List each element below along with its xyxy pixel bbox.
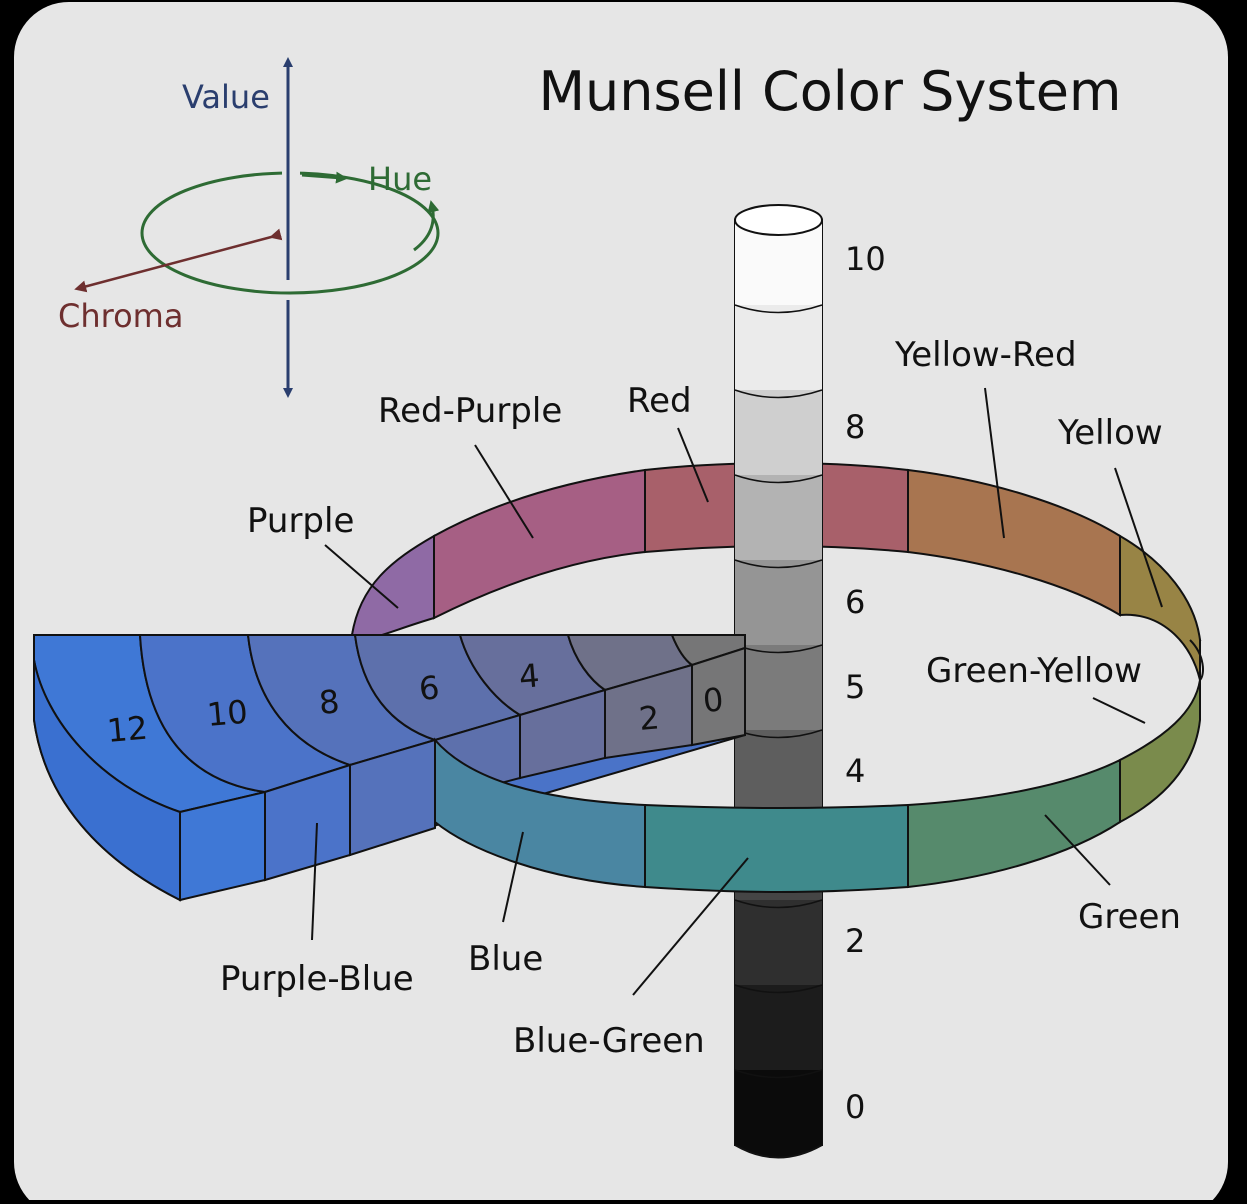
hue-label-red: Red: [627, 381, 692, 421]
hue-label-yellow: Yellow: [1057, 413, 1163, 453]
hue-labels: Red-Purple Red Yellow-Red Yellow Purple …: [220, 335, 1181, 1061]
hue-ring-front: [434, 639, 1204, 894]
chroma-tick-6: 6: [417, 668, 441, 708]
hue-label-yellow-red: Yellow-Red: [894, 335, 1077, 375]
chroma-tick-12: 12: [105, 709, 149, 750]
hue-label-purple-blue: Purple-Blue: [220, 959, 414, 999]
hue-label-blue-green: Blue-Green: [513, 1021, 705, 1061]
chroma-tick-2: 2: [637, 698, 661, 738]
hue-label-blue: Blue: [468, 939, 543, 979]
hue-label-green: Green: [1078, 897, 1181, 937]
chroma-tick-4: 4: [517, 656, 541, 696]
chroma-tick-10: 10: [205, 693, 249, 734]
chroma-tick-8: 8: [317, 682, 341, 722]
value-tick-2: 2: [845, 922, 865, 960]
value-tick-4: 4: [845, 752, 865, 790]
chroma-scale: 12 10 8 6 4 2 0: [105, 656, 725, 750]
value-tick-5: 5: [845, 668, 865, 706]
value-tick-6: 6: [845, 583, 865, 621]
hue-label-purple: Purple: [247, 501, 354, 541]
hue-leader-lines: [311, 387, 1163, 996]
card-background: [14, 2, 1228, 1204]
value-scale: 10 8 6 5 4 2 0: [845, 240, 886, 1126]
hue-label-green-yellow: Green-Yellow: [926, 651, 1142, 691]
diagram-title: Munsell Color System: [538, 60, 1121, 123]
hue-label-red-purple: Red-Purple: [378, 391, 562, 431]
value-tick-10: 10: [845, 240, 886, 278]
chroma-slab: [33, 634, 746, 902]
value-column: [734, 204, 823, 1159]
value-tick-8: 8: [845, 408, 865, 446]
hue-axis-label: Hue: [368, 160, 432, 198]
value-axis-label: Value: [182, 78, 270, 116]
axis-legend: Value Hue Chroma: [58, 57, 440, 398]
chroma-axis-label: Chroma: [58, 297, 183, 335]
chroma-tick-0: 0: [701, 680, 725, 720]
value-tick-0: 0: [845, 1088, 865, 1126]
